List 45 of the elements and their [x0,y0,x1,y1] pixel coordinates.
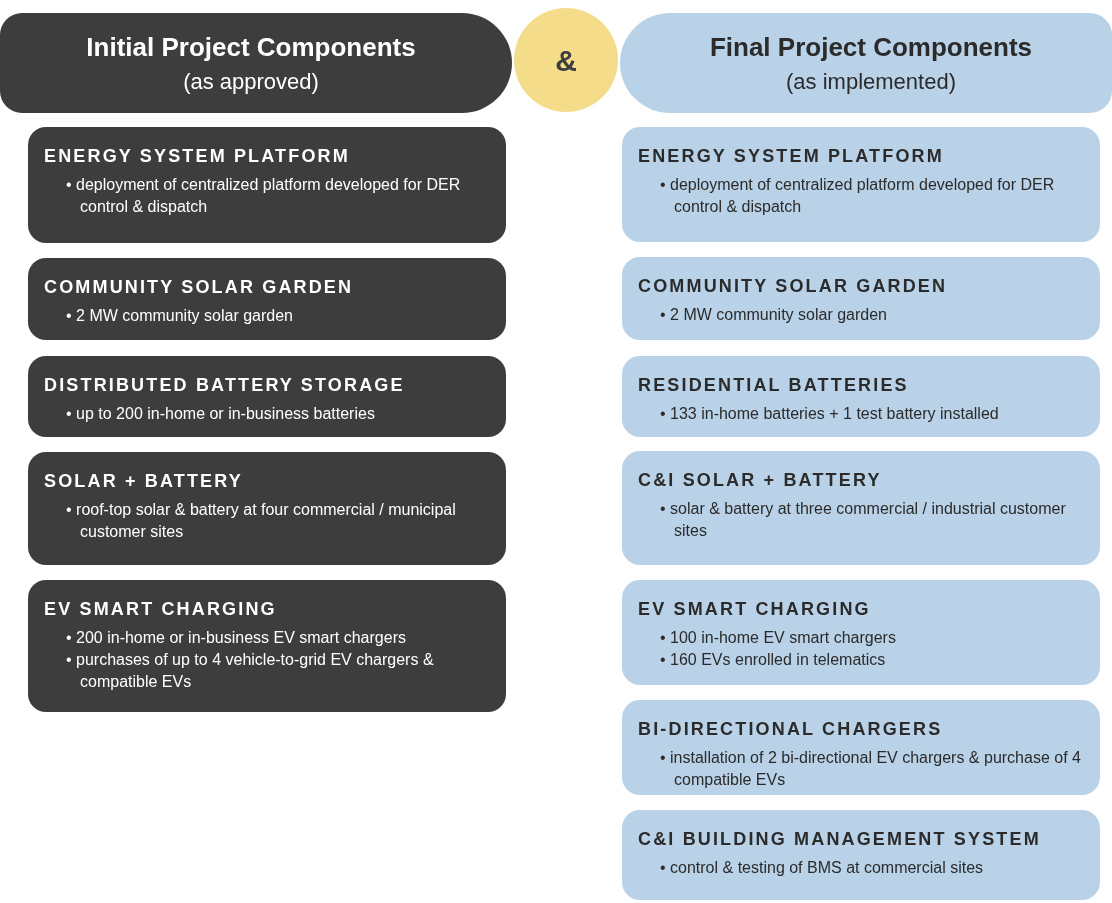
component-card [622,580,1100,685]
bullet-item: • up to 200 in-home or in-business batteries [66,403,376,424]
card-heading: EV SMART CHARGING [44,598,278,621]
card-heading: DISTRIBUTED BATTERY STORAGE [44,374,406,397]
bullet-item: • 133 in-home batteries + 1 test battery installed [660,403,1000,424]
component-card [622,356,1100,437]
bullet-item: • 200 in-home or in-business EV smart chargers [66,627,407,648]
card-heading: ENERGY SYSTEM PLATFORM [44,145,351,168]
header-banner [0,13,512,113]
bullet-item: • roof-top solar & battery at four commercial / municipal customer sites [66,499,457,542]
card-heading: COMMUNITY SOLAR GARDEN [44,276,355,299]
bullet-item: • 100 in-home EV smart chargers [660,627,897,648]
component-card [622,810,1100,900]
card-heading: SOLAR + BATTERY [44,470,244,493]
header-subtitle: (as implemented) [786,67,956,95]
bullet-item: • deployment of centralized platform developed for DER control & dispatch [660,174,1056,217]
header-subtitle: (as approved) [183,67,319,95]
component-card [622,451,1100,565]
card-heading: C&I BUILDING MANAGEMENT SYSTEM [638,828,1042,851]
component-card [622,127,1100,242]
component-card [622,257,1100,340]
header-title: Final Project Components [709,31,1033,64]
component-card [28,356,506,437]
bullet-item: • installation of 2 bi-directional EV chargers & purchase of 4 compatible EVs [660,747,1082,790]
card-heading: COMMUNITY SOLAR GARDEN [638,275,949,298]
bullet-item: • solar & battery at three commercial / industrial customer sites [660,498,1067,541]
header-title: Initial Project Components [86,31,416,64]
component-card [28,452,506,565]
component-card [28,127,506,243]
card-heading: ENERGY SYSTEM PLATFORM [638,145,945,168]
bullet-item: • deployment of centralized platform developed for DER control & dispatch [66,174,462,217]
component-card [28,258,506,340]
bullet-item: • 2 MW community solar garden [660,304,888,325]
header-banner [620,13,1112,113]
card-heading: C&I SOLAR + BATTERY [638,469,883,492]
bullet-item: • 160 EVs enrolled in telematics [660,649,887,670]
card-heading: EV SMART CHARGING [638,598,872,621]
component-card [622,700,1100,795]
component-card [28,580,506,712]
card-heading: RESIDENTIAL BATTERIES [638,374,910,397]
bullet-item: • 2 MW community solar garden [66,305,294,326]
bullet-item: • purchases of up to 4 vehicle-to-grid EV chargers & compatible EVs [66,649,435,692]
bullet-item: • control & testing of BMS at commercial sites [660,857,985,878]
ampersand-text: & [555,42,577,79]
card-heading: BI-DIRECTIONAL CHARGERS [638,718,944,741]
